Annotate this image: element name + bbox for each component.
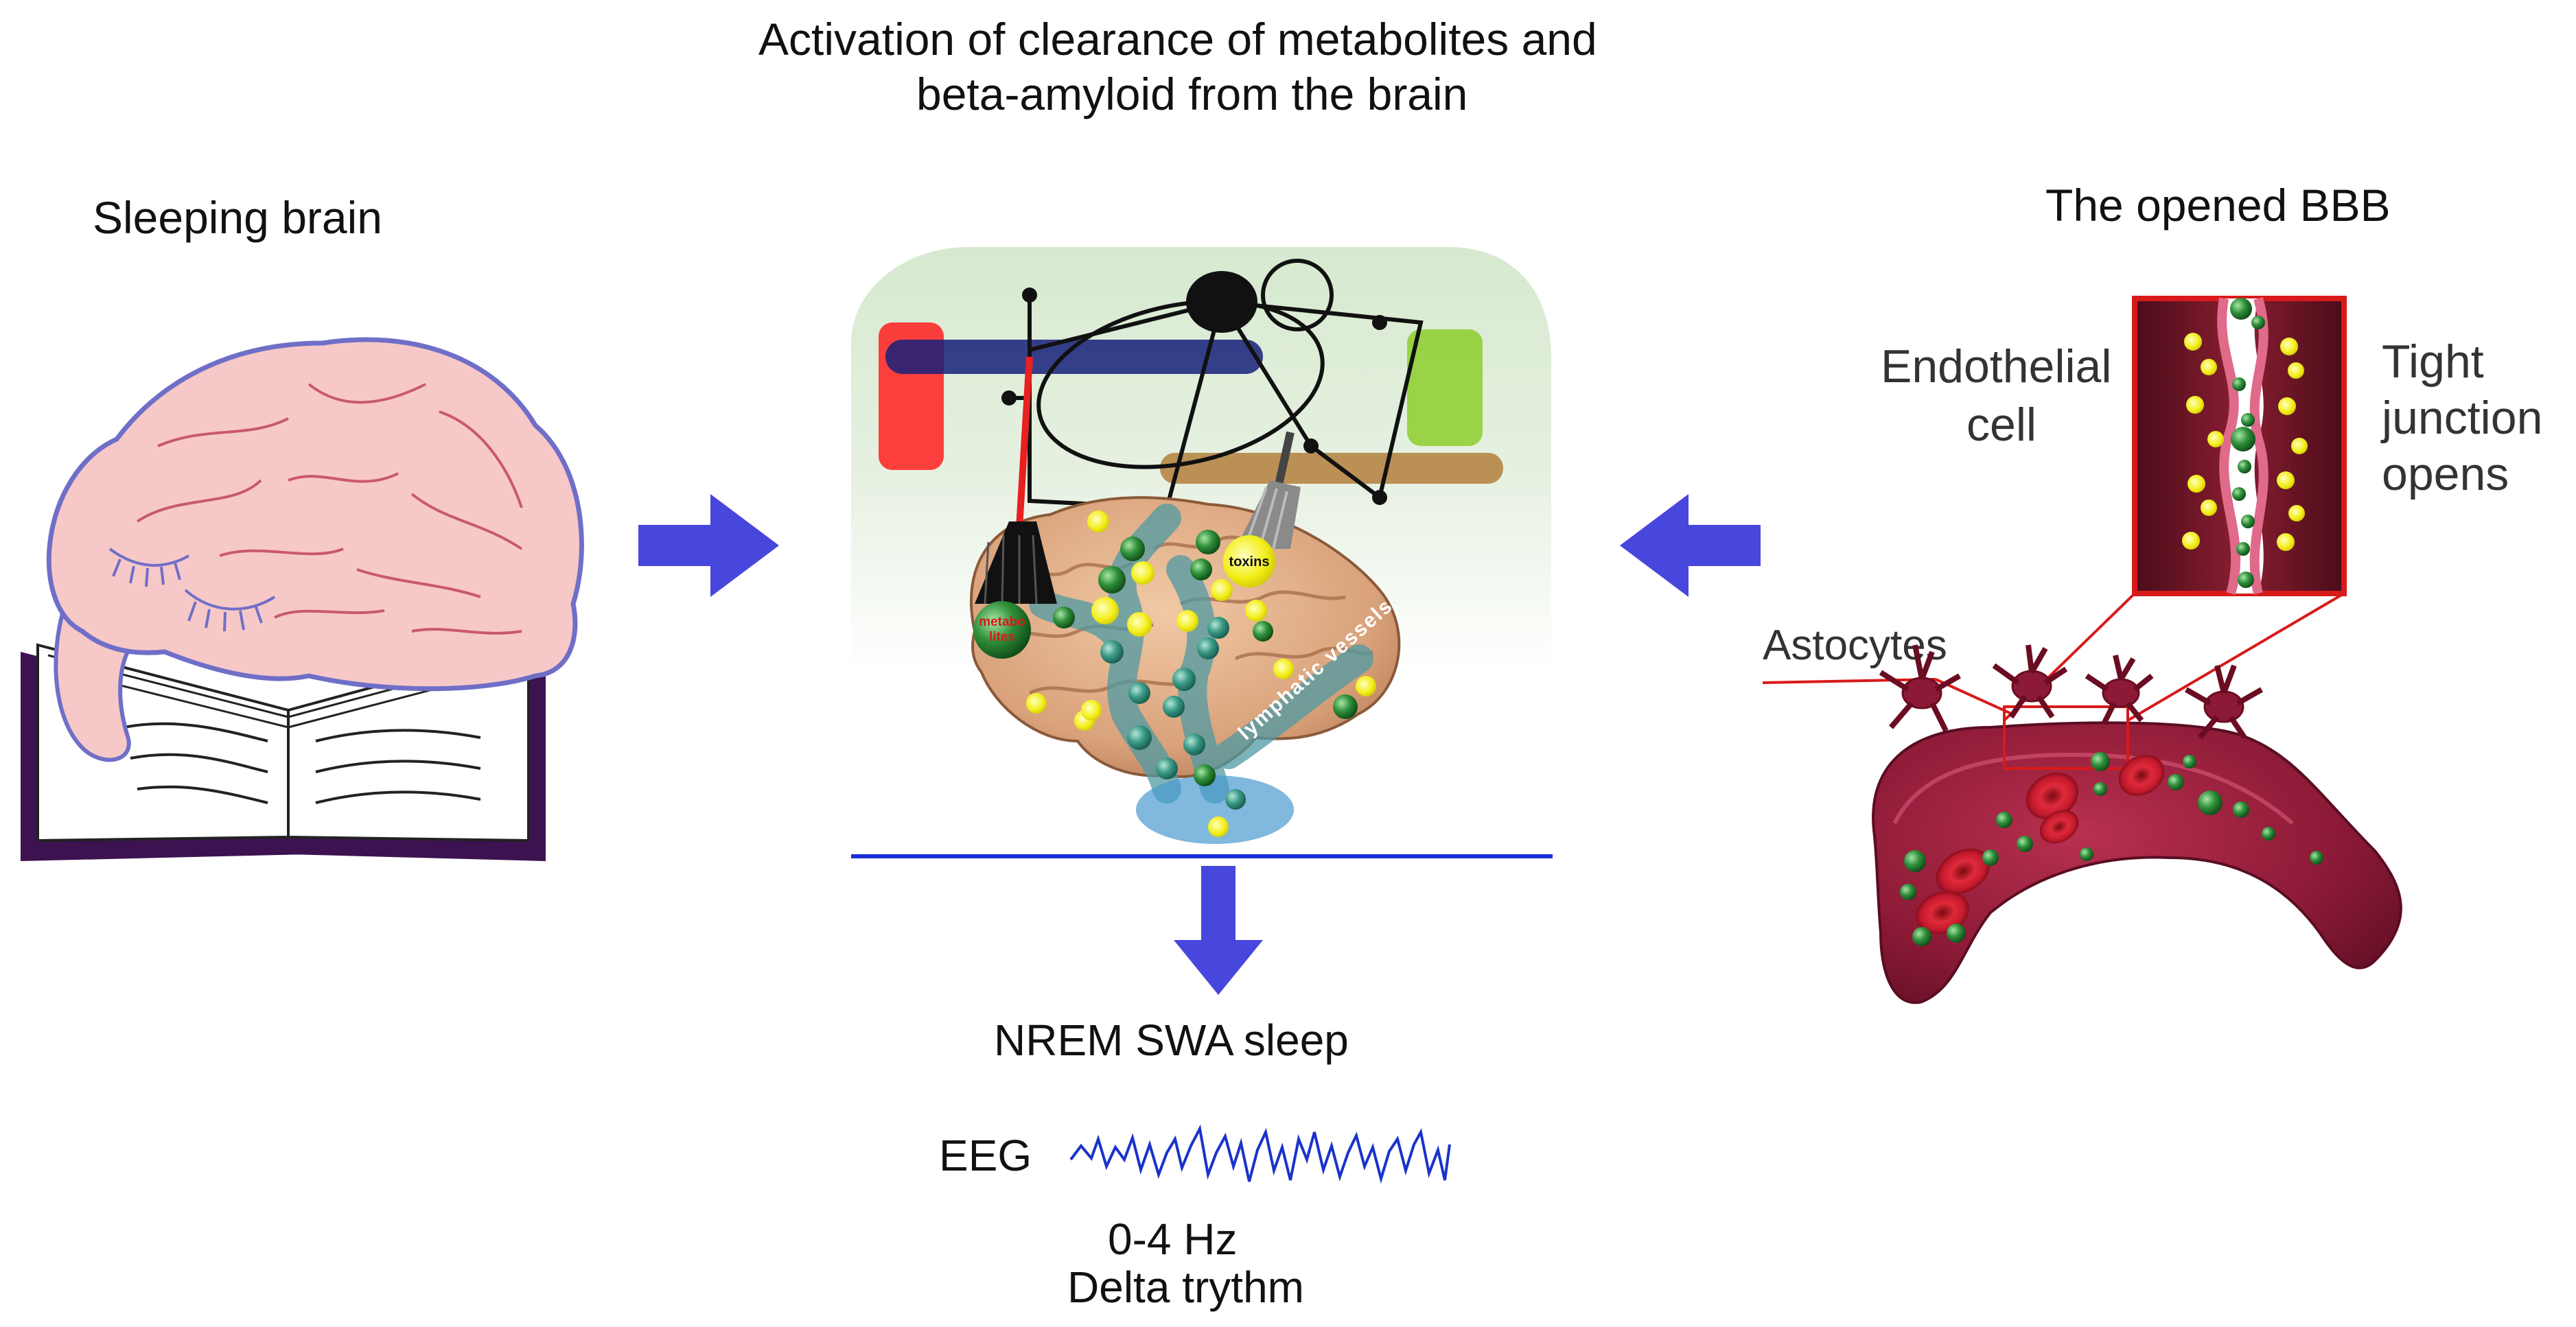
tight-junction-label-1: Tight <box>2382 336 2484 388</box>
eeg-trace <box>1069 1124 1451 1184</box>
broom-icon <box>975 356 1057 604</box>
tight-junction-label-3: opens <box>2382 448 2509 500</box>
frequency-label: 0-4 Hz <box>1108 1214 1238 1264</box>
metabolites-label-2: lites <box>989 630 1015 644</box>
bbb-illustration <box>1762 296 2402 1005</box>
particles <box>1026 510 1376 837</box>
diagram-title-line-2: beta-amyloid from the brain <box>916 69 1468 119</box>
closed-eye-right <box>184 589 276 632</box>
arrow-left <box>1620 494 1761 597</box>
diagram-title-line-1: Activation of clearance of metabolites a… <box>758 14 1597 64</box>
metabolites-bubble <box>973 601 1031 659</box>
brain-clearance-illustration: lymphatic vessels <box>851 247 1551 844</box>
closed-eye-left <box>108 548 189 587</box>
opened-bbb-label: The opened BBB <box>2045 180 2391 231</box>
mop-icon <box>1235 431 1301 550</box>
metabolites-label-1: metabo <box>979 615 1025 629</box>
pink-brain <box>46 337 584 692</box>
delta-rhythm-label: Delta trythm <box>1067 1263 1304 1312</box>
arrow-down <box>1174 866 1263 995</box>
sleeping-brain-label: Sleeping brain <box>93 192 382 243</box>
sleeping-brain-illustration <box>21 337 584 861</box>
toxins-bubble <box>1223 535 1275 587</box>
tight-junction-label-2: junction <box>2382 392 2543 444</box>
arrow-right <box>638 494 779 597</box>
blood-vessel <box>1872 721 2402 1005</box>
toxins-label: toxins <box>1229 554 1270 569</box>
red-blood-cells <box>1916 755 2165 935</box>
eeg-label: EEG <box>939 1131 1032 1180</box>
endothelial-label-1: Endothelial <box>1881 340 2112 392</box>
endothelial-label-2: cell <box>1966 399 2037 451</box>
astrocytes <box>1879 644 2263 740</box>
nrem-sleep-label: NREM SWA sleep <box>994 1015 1349 1065</box>
